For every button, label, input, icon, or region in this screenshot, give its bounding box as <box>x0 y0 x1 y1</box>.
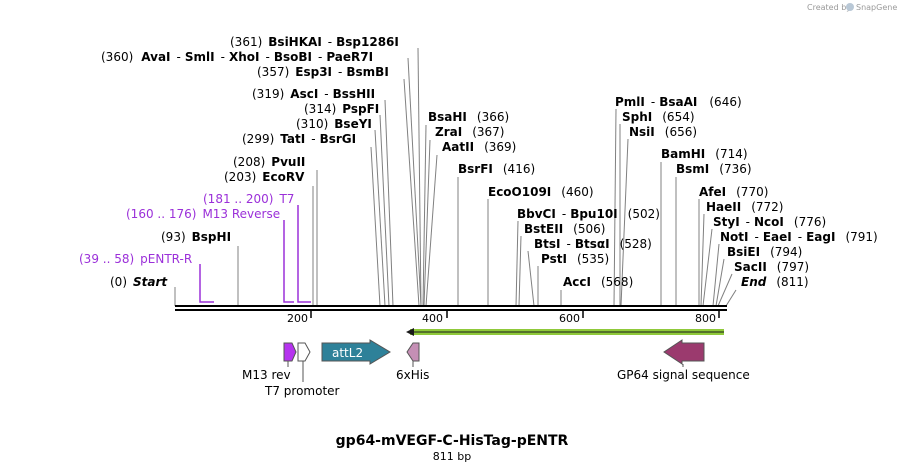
scale-ticks <box>310 310 720 318</box>
feature-gp64-signal[interactable] <box>663 339 705 367</box>
feature-label-m13-rev: M13 rev <box>242 368 291 382</box>
feature-label-6xhis: 6xHis <box>396 368 429 382</box>
site-label[interactable]: BtsI-BtsαI(528) <box>534 237 652 251</box>
site-label[interactable]: SacII(797) <box>734 260 809 274</box>
map-title: gp64-mVEGF-C-HisTag-pENTR <box>336 433 569 449</box>
site-label[interactable]: (357)Esp3I-BsmBI <box>257 65 389 79</box>
site-label[interactable]: ZraI(367) <box>435 125 504 139</box>
feature-t7-promoter[interactable] <box>297 342 311 382</box>
feature-label-gp64: GP64 signal sequence <box>617 368 750 382</box>
site-lines <box>174 47 737 307</box>
site-label[interactable]: End(811) <box>741 275 809 289</box>
site-label[interactable]: SphI(654) <box>622 110 695 124</box>
site-label[interactable]: (319)AscI-BssHII <box>252 87 375 101</box>
site-label[interactable]: (361)BsiHKAI-Bsp1286I <box>230 35 399 49</box>
site-label[interactable]: AfeI(770) <box>699 185 768 199</box>
site-label[interactable]: PstI(535) <box>541 252 609 266</box>
site-label[interactable]: StyI-NcoI(776) <box>713 215 826 229</box>
tick-label: 600 <box>559 312 580 325</box>
site-label[interactable]: (314)PspFI <box>304 102 379 116</box>
site-label[interactable]: BbvCI-Bpu10I(502) <box>517 207 660 221</box>
site-label[interactable]: (360)AvaI-SmlI-XhoI-BsoBI-PaeR7I <box>101 50 373 64</box>
primer-label-t7[interactable]: (181 .. 200)T7 <box>203 192 294 206</box>
site-label[interactable]: (299)TatI-BsrGI <box>242 132 356 146</box>
site-labels-left: (361)BsiHKAI-Bsp1286I (360)AvaI-SmlI-Xho… <box>101 35 399 289</box>
tick-label: 400 <box>422 312 443 325</box>
site-label[interactable]: (208)PvuII <box>233 155 305 169</box>
credit-brand: SnapGene <box>856 3 897 12</box>
primer-penntr-r[interactable] <box>199 264 214 303</box>
site-label[interactable]: NotI-EaeI-EagI(791) <box>720 230 878 244</box>
site-label[interactable]: BsiEI(794) <box>727 245 802 259</box>
primer-label-pentr-r[interactable]: (39 .. 58)pENTR-R <box>79 252 192 266</box>
site-label[interactable]: AatII(369) <box>442 140 516 154</box>
site-label[interactable]: (203)EcoRV <box>224 170 305 184</box>
site-label[interactable]: PmlI-BsaAI(646) <box>615 95 742 109</box>
snapgene-credit: Created by SnapGene <box>807 3 897 12</box>
map-length: 811 bp <box>433 450 471 463</box>
site-label[interactable]: HaeII(772) <box>706 200 784 214</box>
feature-6xhis[interactable] <box>406 342 420 367</box>
primer-t7[interactable] <box>297 205 311 303</box>
site-label[interactable]: EcoO109I(460) <box>488 185 594 199</box>
tick-label: 200 <box>287 312 308 325</box>
tick-label: 800 <box>695 312 716 325</box>
credit-prefix: Created by <box>807 3 851 12</box>
primer-label-m13-reverse[interactable]: (160 .. 176)M13 Reverse <box>126 207 280 221</box>
site-labels-right: BsaHI(366) ZraI(367) AatII(369) BsrFI(41… <box>428 95 878 289</box>
orf-bar[interactable] <box>406 328 724 336</box>
feature-m13-rev[interactable] <box>283 342 297 367</box>
site-label[interactable]: (310)BseYI <box>296 117 372 131</box>
snapgene-logo-icon <box>846 3 854 11</box>
site-label[interactable]: (93)BspHI <box>161 230 231 244</box>
site-label[interactable]: AccI(568) <box>563 275 633 289</box>
primer-m13-reverse[interactable] <box>283 220 294 303</box>
feature-label-t7-promoter: T7 promoter <box>264 384 340 398</box>
site-label[interactable]: BsmI(736) <box>676 162 752 176</box>
primer-labels: (181 .. 200)T7 (160 .. 176)M13 Reverse (… <box>79 192 294 266</box>
attl2-label: attL2 <box>332 346 363 360</box>
site-label[interactable]: BstEII(506) <box>524 222 605 236</box>
sequence-backbone <box>175 305 727 311</box>
site-label[interactable]: NsiI(656) <box>629 125 697 139</box>
primer-marks <box>199 205 311 303</box>
site-label[interactable]: (0)Start <box>110 275 168 289</box>
site-label[interactable]: BsaHI(366) <box>428 110 509 124</box>
feature-attl2[interactable]: attL2 <box>321 339 391 365</box>
site-label[interactable]: BamHI(714) <box>661 147 748 161</box>
site-label[interactable]: BsrFI(416) <box>458 162 535 176</box>
